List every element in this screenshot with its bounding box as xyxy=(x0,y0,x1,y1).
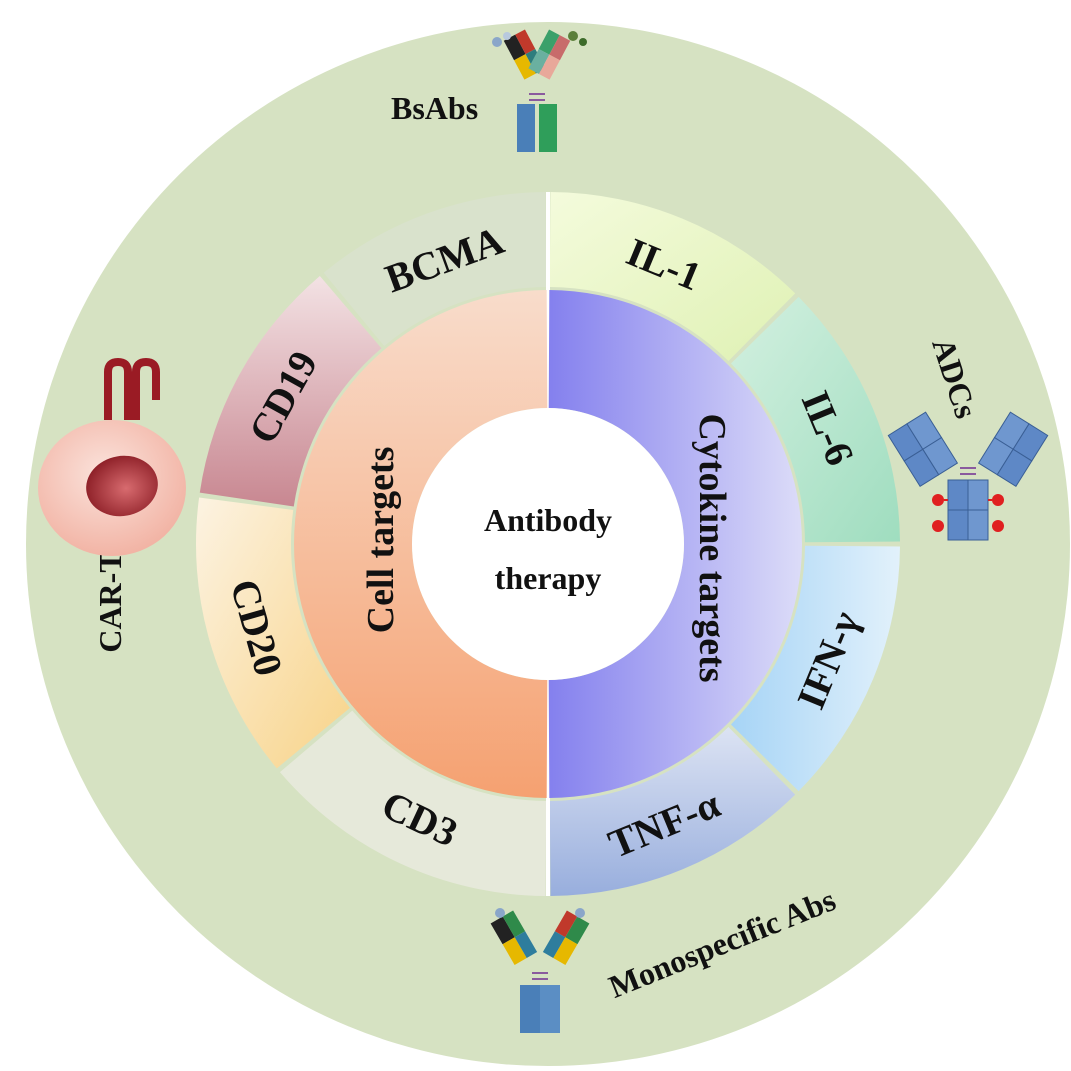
monospecific-antibody-icon xyxy=(490,908,590,1033)
segment-bcma xyxy=(323,192,547,346)
segment-ifn-gamma xyxy=(730,545,900,792)
center-circle xyxy=(412,408,684,680)
cytokine-targets-half xyxy=(548,290,803,798)
center-title-line1: Antibody xyxy=(484,502,612,538)
car-t-cell-icon xyxy=(38,357,186,556)
segment-cd20 xyxy=(195,497,350,769)
cell-targets-label: Cell targets xyxy=(360,447,402,634)
bispecific-antibody-icon xyxy=(492,29,587,152)
segment-il-6 xyxy=(730,296,900,543)
segment-cd3 xyxy=(279,710,547,896)
cart-label: CAR-T xyxy=(92,551,128,652)
cell-targets-half xyxy=(293,290,548,798)
bsabs-label: BsAbs xyxy=(391,90,478,126)
target-halves xyxy=(293,290,803,798)
cytokine-targets-label: Cytokine targets xyxy=(691,413,733,682)
antibody-drug-conjugate-icon xyxy=(887,411,1049,541)
segment-il-1 xyxy=(549,192,796,362)
center-title-line2: therapy xyxy=(495,560,602,596)
segment-tnf-alpha xyxy=(549,726,796,896)
segment-cd19 xyxy=(199,275,382,507)
